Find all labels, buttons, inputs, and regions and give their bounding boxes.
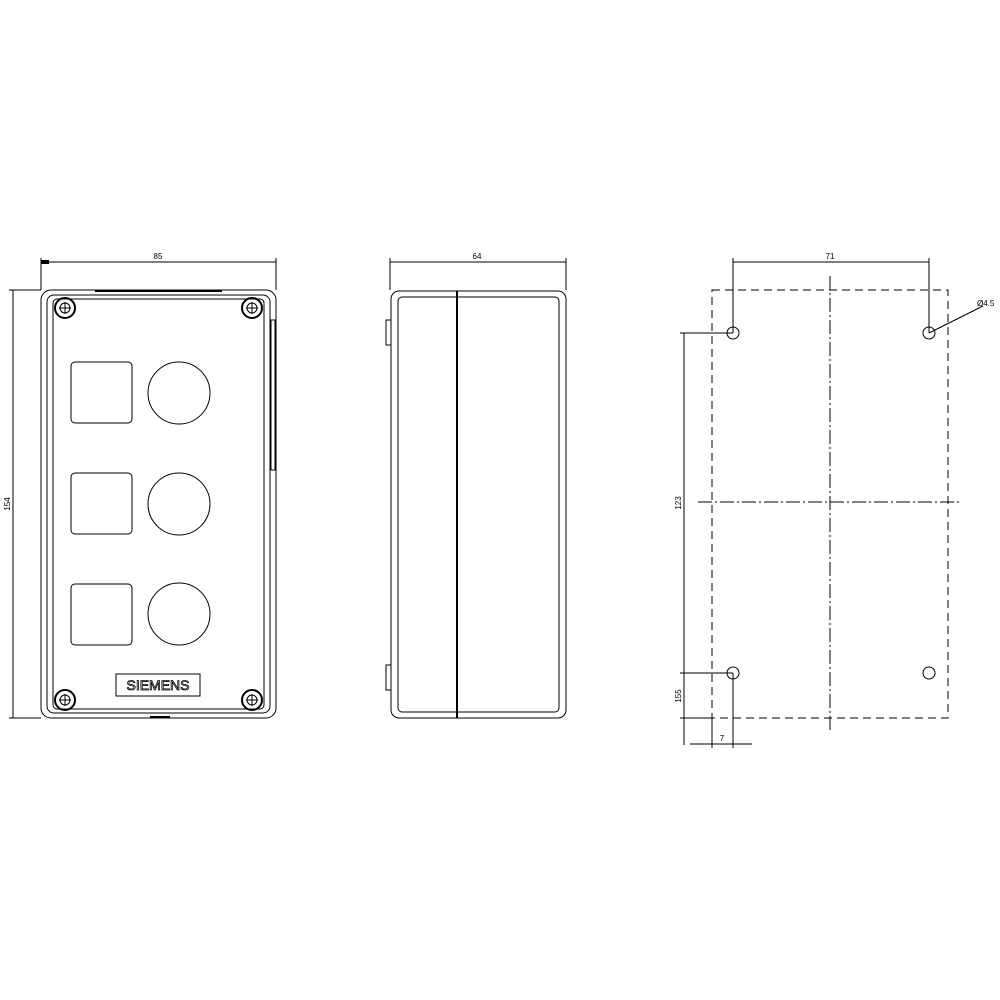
square-cutout [70,472,133,535]
screw-icon [241,689,263,711]
round-cutout [147,582,211,646]
edge-offset-x: 7 [720,734,725,743]
mounting-view: 71 Ø4.5 123 155 7 [674,252,995,748]
siemens-logo: SIEMENS [126,677,189,693]
hole-diameter: Ø4.5 [977,299,995,308]
enclosure-outline [40,289,277,719]
depth-dimension: 64 [473,252,482,261]
logo-plate [115,673,201,697]
edge-offset-y: 155 [674,689,683,703]
width-dimension: 85 [154,252,163,261]
hole-spacing-x: 71 [826,252,835,261]
side-outline [390,290,567,719]
side-view: 64 [385,252,567,719]
square-cutout [70,361,133,424]
screw-icon [241,297,263,319]
screw-icon [54,689,76,711]
round-cutout [147,472,211,536]
round-cutout [147,361,211,425]
screw-icon [54,297,76,319]
front-view: SIEMENS 85 154 [3,252,277,719]
square-cutout [70,583,133,646]
mounting-hole [922,666,936,680]
height-dimension: 154 [3,497,12,511]
hole-spacing-y: 123 [674,496,683,510]
